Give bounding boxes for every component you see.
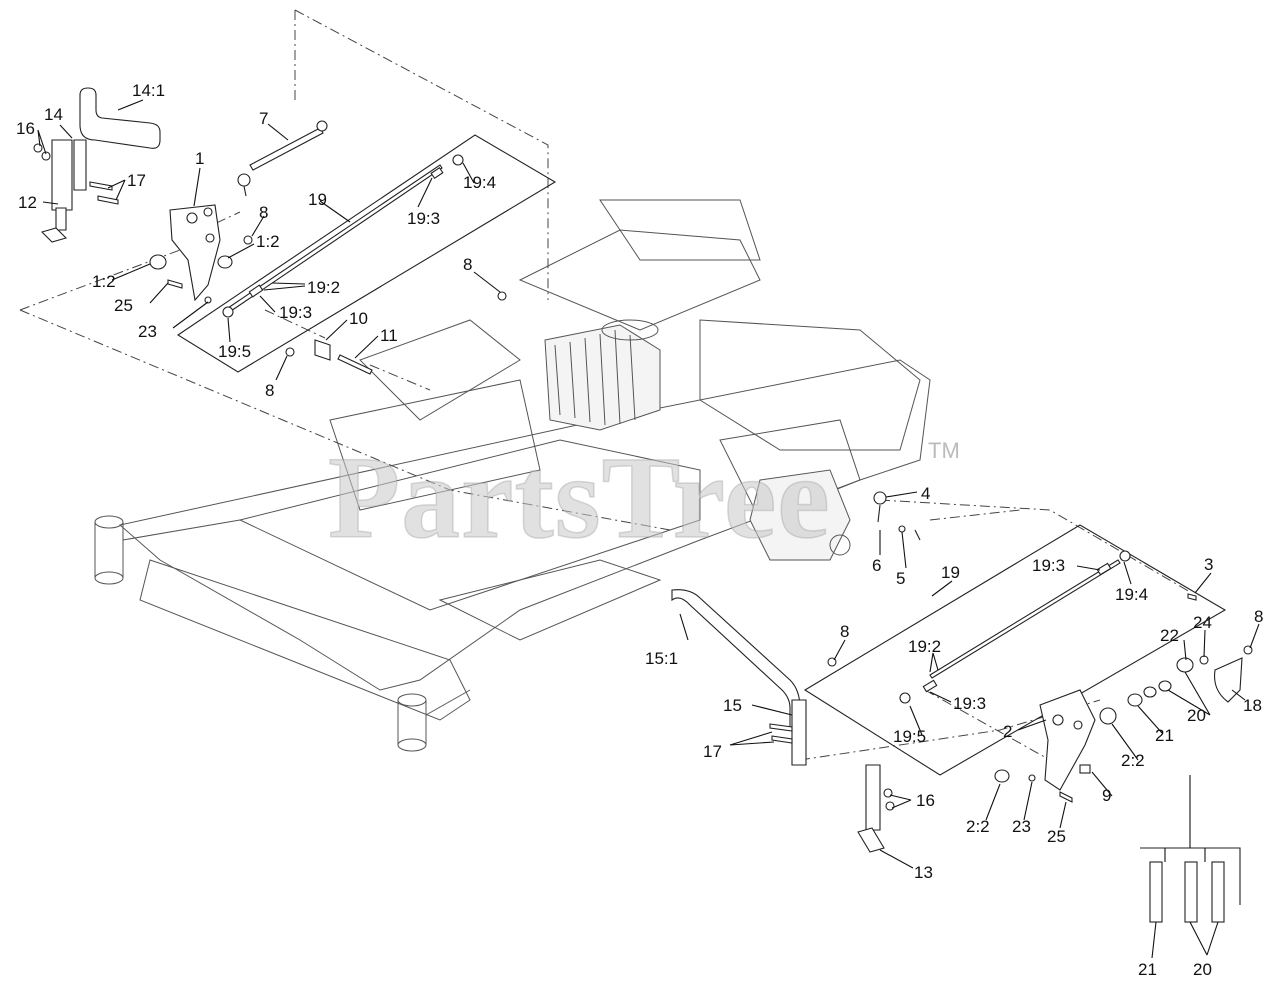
callout-7: 7 bbox=[259, 109, 268, 128]
callout-23-right: 23 bbox=[1012, 817, 1031, 836]
callout-19-3-right: 19:3 bbox=[1032, 556, 1065, 575]
right-link-assembly-frame bbox=[803, 524, 1227, 776]
callout-16-right: 16 bbox=[916, 791, 935, 810]
callout-15: 15 bbox=[723, 696, 742, 715]
callout-8-b: 8 bbox=[463, 255, 472, 274]
callout-5: 5 bbox=[896, 569, 905, 588]
callout-11: 11 bbox=[380, 326, 398, 345]
callout-labels: 14:1 14 16 17 12 7 1 19 19:4 19:3 8 1:2 … bbox=[16, 81, 1263, 979]
callout-15-1: 15:1 bbox=[645, 649, 678, 668]
washer-kit-frame bbox=[1140, 847, 1241, 905]
callout-13: 13 bbox=[914, 863, 933, 882]
callout-4: 4 bbox=[921, 484, 930, 503]
callout-12: 12 bbox=[18, 193, 37, 212]
callout-14-1: 14:1 bbox=[132, 81, 165, 100]
callout-3: 3 bbox=[1204, 555, 1213, 574]
callout-19-3: 19:3 bbox=[407, 209, 440, 228]
right-parts bbox=[671, 491, 1253, 923]
callout-16: 16 bbox=[16, 119, 35, 138]
callout-19-2-right: 19:2 bbox=[908, 637, 941, 656]
left-parts bbox=[33, 87, 507, 375]
callout-17: 17 bbox=[127, 171, 146, 190]
callout-23: 23 bbox=[138, 322, 157, 341]
callout-18: 18 bbox=[1243, 696, 1262, 715]
callout-2-2: 2:2 bbox=[1121, 751, 1145, 770]
callout-22: 22 bbox=[1160, 626, 1179, 645]
assembly-guide-lines bbox=[19, 9, 1191, 761]
callout-14: 14 bbox=[44, 105, 63, 124]
callout-2: 2 bbox=[1003, 722, 1012, 741]
callout-8-e: 8 bbox=[1254, 607, 1263, 626]
callout-19-5-right: 19:5 bbox=[893, 727, 926, 746]
callout-19-3-b: 19:3 bbox=[279, 303, 312, 322]
callout-24: 24 bbox=[1193, 613, 1212, 632]
callout-21: 21 bbox=[1155, 726, 1174, 745]
callout-19-3-right-b: 19:3 bbox=[953, 694, 986, 713]
callout-1-2: 1:2 bbox=[256, 232, 280, 251]
callout-19-right: 19 bbox=[941, 563, 960, 582]
callout-1-2-left: 1:2 bbox=[92, 272, 116, 291]
callout-8-c: 8 bbox=[265, 381, 274, 400]
callout-17-right: 17 bbox=[703, 742, 722, 761]
callout-20: 20 bbox=[1187, 706, 1206, 725]
callout-19-4: 19:4 bbox=[463, 173, 496, 192]
callout-8: 8 bbox=[259, 203, 268, 222]
callout-19: 19 bbox=[308, 190, 327, 209]
callout-19-2: 19:2 bbox=[307, 278, 340, 297]
leader-lines bbox=[37, 99, 1260, 959]
partstree-watermark: PartsTree bbox=[328, 432, 831, 563]
left-link-assembly-frame bbox=[176, 134, 557, 373]
callout-2-2-b: 2:2 bbox=[966, 817, 990, 836]
callout-21-detail: 21 bbox=[1138, 960, 1157, 979]
mower-frame bbox=[94, 199, 931, 752]
callout-6: 6 bbox=[872, 556, 881, 575]
watermark-trademark: TM bbox=[928, 438, 960, 463]
callout-25: 25 bbox=[114, 296, 133, 315]
callout-10: 10 bbox=[349, 309, 368, 328]
callout-20-detail: 20 bbox=[1193, 960, 1212, 979]
callout-1: 1 bbox=[195, 149, 204, 168]
callout-25-right: 25 bbox=[1047, 827, 1066, 846]
callout-19-5: 19:5 bbox=[218, 342, 251, 361]
callout-9: 9 bbox=[1102, 786, 1111, 805]
callout-19-4-right: 19:4 bbox=[1115, 585, 1148, 604]
callout-8-d: 8 bbox=[840, 622, 849, 641]
